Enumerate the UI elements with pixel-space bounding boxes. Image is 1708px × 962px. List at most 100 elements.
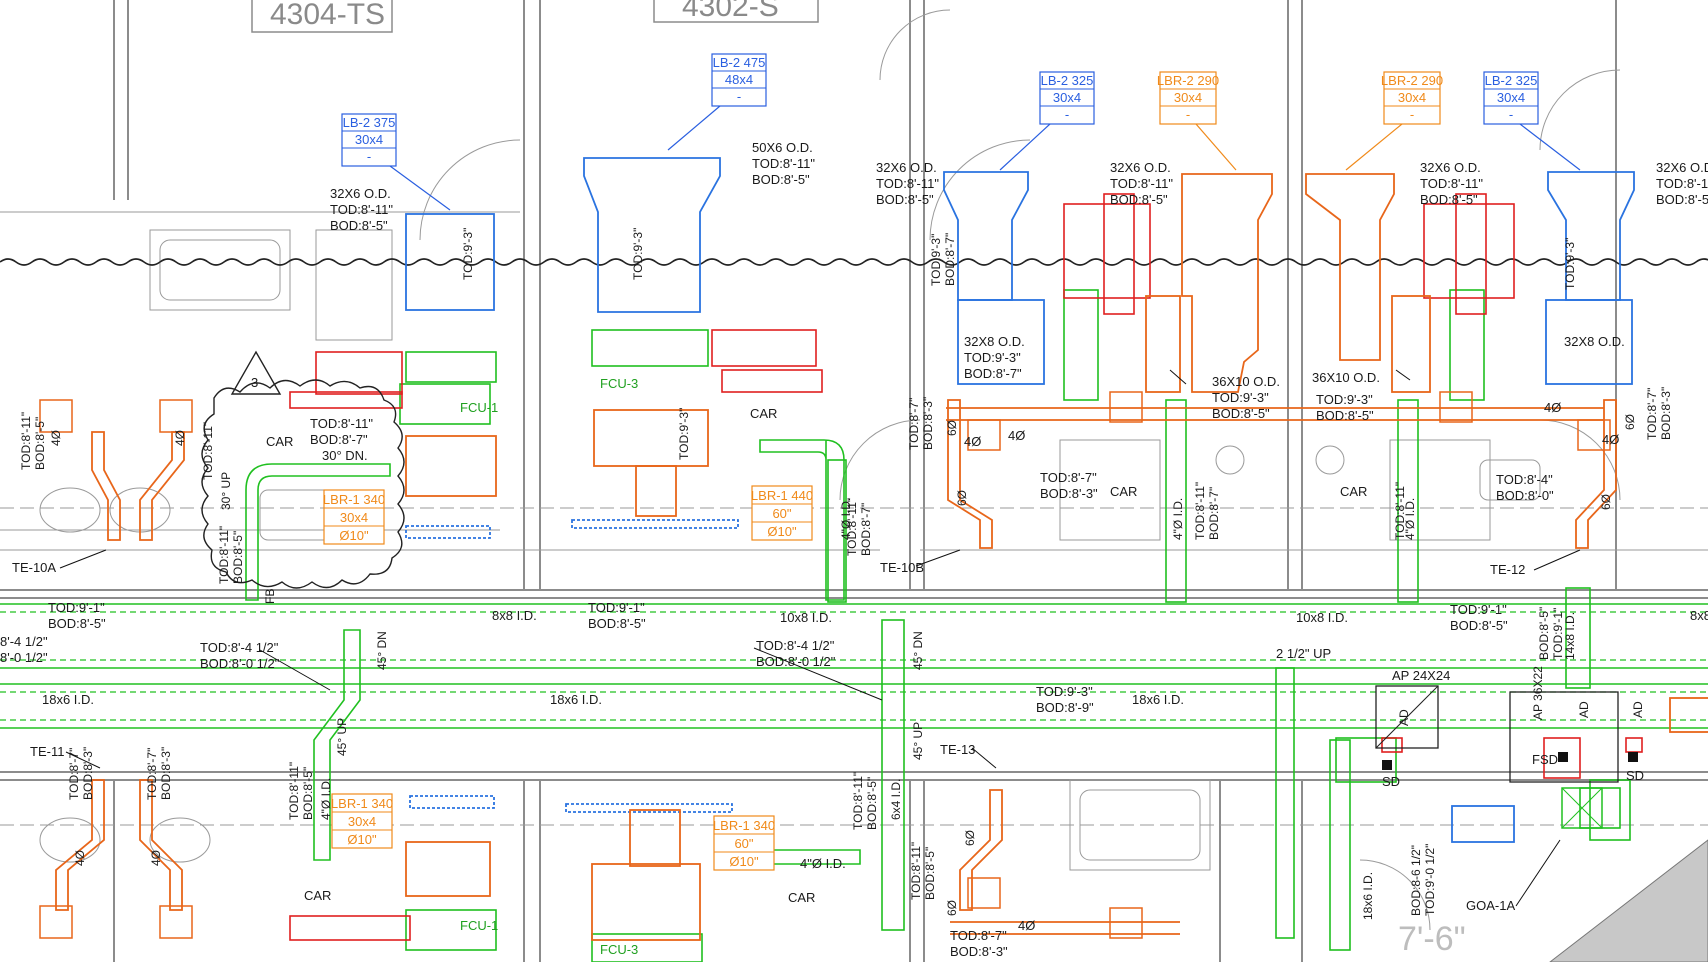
svg-text:LB-2 475: LB-2 475	[713, 55, 766, 70]
elevation-label: TOD:8'-7"	[1040, 470, 1097, 485]
air-tag: LBR-2 290 30x4 -	[1157, 71, 1219, 125]
elevation-label: BOD:8'-7"	[310, 432, 368, 447]
svg-text:Ø10": Ø10"	[767, 524, 797, 539]
slope-label: 2 1/2" UP	[1276, 646, 1331, 661]
svg-text:TOD:8'-11": TOD:8'-11"	[1393, 482, 1407, 540]
svg-text:BOD:8'-7": BOD:8'-7"	[1207, 487, 1221, 540]
svg-text:30x4: 30x4	[355, 132, 383, 147]
svg-text:4"Ø I.D.: 4"Ø I.D.	[839, 498, 853, 540]
duct-size-label: 32X6 O.D.	[330, 186, 391, 201]
elevation-label: BOD:8'-3"	[1040, 486, 1098, 501]
smoke-damper-label: SD	[1382, 774, 1400, 789]
svg-text:6Ø: 6Ø	[1623, 414, 1637, 430]
fcu-label: FCU-3	[600, 376, 638, 391]
diameter-label: 4Ø	[1602, 432, 1619, 447]
corridor-main-duct	[0, 289, 1708, 962]
air-tag: LB-2 375 30x4 -	[341, 113, 397, 167]
svg-text:LBR-1 340: LBR-1 340	[713, 818, 775, 833]
svg-text:BOD:8'-3": BOD:8'-3"	[81, 747, 95, 800]
svg-text:TOD:8'-7": TOD:8'-7"	[67, 748, 81, 800]
diameter-label: 4Ø	[1018, 918, 1035, 933]
car-label: CAR	[788, 890, 815, 905]
duct-size-label: 32X8 O.D.	[1564, 334, 1625, 349]
svg-text:6Ø: 6Ø	[1599, 494, 1613, 510]
annotation-labels: 50X6 O.D. TOD:8'-11" BOD:8'-5" 32X6 O.D.…	[0, 140, 1708, 959]
svg-text:45° UP: 45° UP	[335, 718, 349, 756]
svg-text:AD: AD	[1577, 701, 1591, 718]
elevation-label: TOD:8'-11"	[752, 156, 815, 171]
diameter-label: 4Ø	[1544, 400, 1561, 415]
grille-tag-label: GOA-1A	[1466, 898, 1515, 913]
air-tag: LB-2 325 30x4 -	[1483, 71, 1539, 125]
fcu-label: FCU-1	[460, 918, 498, 933]
svg-text:TOD:9'-3": TOD:9'-3"	[631, 228, 645, 280]
duct-size-label: 32X6 O.D.	[1110, 160, 1171, 175]
svg-text:LB-2 375: LB-2 375	[343, 115, 396, 130]
elevation-label: TOD:9'-3"	[1212, 390, 1269, 405]
svg-text:4"Ø I.D.: 4"Ø I.D.	[1403, 498, 1417, 540]
car-label: CAR	[266, 434, 293, 449]
svg-text:Ø10": Ø10"	[729, 854, 759, 869]
svg-text:LB-2 325: LB-2 325	[1041, 73, 1094, 88]
car-label: CAR	[1110, 484, 1137, 499]
room-name-text: 4304-TS	[270, 0, 385, 31]
svg-text:6Ø: 6Ø	[955, 490, 969, 506]
elevation-label: TOD:9'-3"	[964, 350, 1021, 365]
svg-text:BOD:8'-3": BOD:8'-3"	[1659, 387, 1673, 440]
svg-text:TOD:9'-3": TOD:9'-3"	[1563, 238, 1577, 290]
duct-size-label: 10x8 I.D.	[1296, 610, 1348, 625]
elevation-label: TOD:9'-1"	[1450, 602, 1507, 617]
car-label: CAR	[304, 888, 331, 903]
goa-hatch	[1549, 839, 1708, 962]
elevation-label: TOD:8'-11"	[310, 416, 373, 431]
svg-text:TOD:9'-1": TOD:9'-1"	[1551, 608, 1565, 660]
svg-text:4"Ø I.D.: 4"Ø I.D.	[1171, 498, 1185, 540]
elevation-label: TOD:8'-11"	[1420, 176, 1483, 191]
svg-text:TOD:8'-11": TOD:8'-11"	[287, 762, 301, 820]
revision-number: 3	[251, 375, 258, 390]
smoke-damper-label: SD	[1626, 768, 1644, 783]
svg-text:6Ø: 6Ø	[963, 830, 977, 846]
svg-text:AP 36X22: AP 36X22	[1531, 666, 1545, 720]
svg-text:TOD:9'-3": TOD:9'-3"	[461, 228, 475, 280]
svg-text:TOD:8'-7": TOD:8'-7"	[145, 748, 159, 800]
svg-text:30x4: 30x4	[1398, 90, 1426, 105]
svg-text:BOD:8'-5": BOD:8'-5"	[301, 767, 315, 820]
elevation-label: BOD:8'-5"	[1110, 192, 1168, 207]
duct-size-label: 8x8	[1690, 608, 1708, 623]
svg-text:BOD:8'-7": BOD:8'-7"	[943, 233, 957, 286]
duct-size-label: 18x6 I.D.	[42, 692, 94, 707]
svg-text:30x4: 30x4	[348, 814, 376, 829]
svg-text:-: -	[1065, 107, 1069, 122]
elevation-label: 8'-0 1/2"	[0, 650, 48, 665]
tag-leaders	[389, 105, 1581, 211]
svg-text:AD: AD	[1397, 709, 1411, 726]
duct-size-label: 10x8 I.D.	[780, 610, 832, 625]
svg-text:6Ø: 6Ø	[945, 900, 959, 916]
equipment-tag: TE-10A	[12, 560, 56, 575]
air-tag: LBR-1 340 60" Ø10"	[713, 815, 775, 871]
svg-text:4"Ø I.D.: 4"Ø I.D.	[319, 778, 333, 820]
room-name-text: 4302-S	[682, 0, 779, 23]
elevation-label: BOD:8'-5"	[48, 616, 106, 631]
svg-text:TOD:9'-0 1/2": TOD:9'-0 1/2"	[1423, 844, 1437, 916]
duct-size-label: 32X6 O.D.	[1656, 160, 1708, 175]
svg-text:BOD:8'-5": BOD:8'-5"	[231, 531, 245, 584]
access-panels	[1375, 685, 1638, 783]
air-tag: LBR-1 440 60" Ø10"	[751, 485, 813, 541]
exhaust-ducts	[55, 173, 1708, 941]
room-title-4302-s: 4302-S	[653, 0, 819, 23]
svg-text:4Ø: 4Ø	[73, 850, 87, 866]
break-line	[0, 258, 1708, 266]
elevation-label: BOD:8'-7"	[964, 366, 1022, 381]
elevation-label: TOD:8'-7"	[950, 928, 1007, 943]
elevation-label: TOD:9'-3"	[1316, 392, 1373, 407]
air-tag: LBR-1 340 30x4 Ø10"	[323, 489, 385, 545]
svg-text:30° UP: 30° UP	[219, 472, 233, 510]
elevation-label: BOD:8'-5"	[1316, 408, 1374, 423]
revision-triangle: 3	[230, 350, 282, 395]
diameter-label: 4Ø	[964, 434, 981, 449]
svg-text:45° UP: 45° UP	[911, 722, 925, 760]
svg-text:BOD:8'-3": BOD:8'-3"	[159, 747, 173, 800]
